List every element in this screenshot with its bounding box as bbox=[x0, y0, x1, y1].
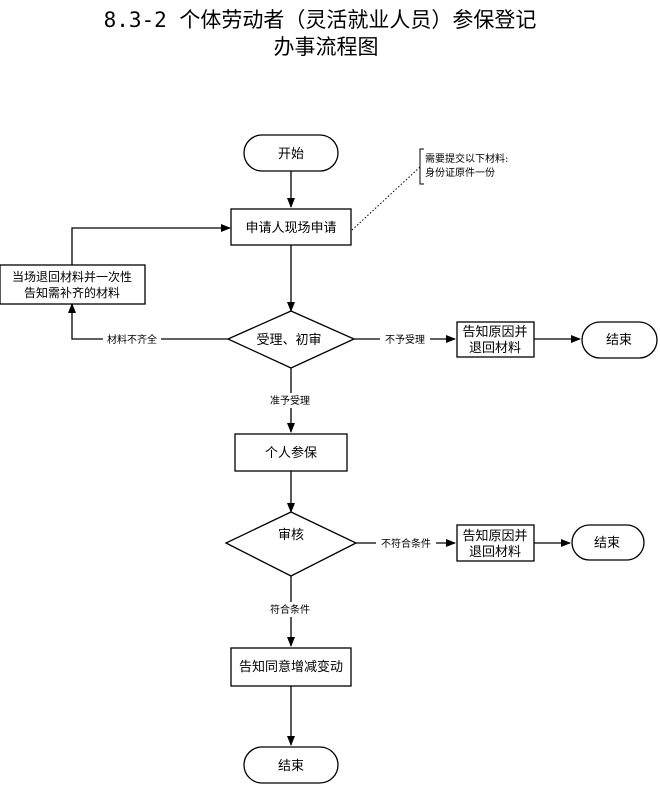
node-apply bbox=[230, 208, 352, 246]
reject2-label-line1: 告知原因并 bbox=[462, 528, 527, 544]
node-reject1 bbox=[456, 321, 535, 358]
edge-label-not-accepted: 不予受理 bbox=[385, 334, 425, 346]
node-end1 bbox=[581, 321, 658, 359]
node-notify bbox=[230, 647, 352, 687]
node-review bbox=[224, 511, 358, 577]
return-label-line1: 当场退回材料并一次性 bbox=[12, 270, 132, 284]
end1-label: 结束 bbox=[606, 333, 632, 348]
node-end2 bbox=[571, 524, 645, 561]
node-reject2 bbox=[456, 524, 535, 562]
return-label-line2: 告知需补齐的材料 bbox=[24, 285, 120, 300]
annotation-connector bbox=[351, 166, 421, 231]
edge-label-incomplete: 材料不齐全 bbox=[107, 333, 157, 346]
reject1-label-line2: 退回材料 bbox=[469, 341, 521, 356]
page-title: 8.3-2 个体劳动者（灵活就业人员）参保登记 bbox=[103, 8, 537, 32]
node-enroll bbox=[234, 433, 348, 472]
reject1-label-line1: 告知原因并 bbox=[462, 324, 527, 340]
enroll-label: 个人参保 bbox=[265, 445, 317, 461]
start-label: 开始 bbox=[278, 147, 304, 162]
apply-label: 申请人现场申请 bbox=[245, 221, 336, 236]
node-end3 bbox=[243, 746, 339, 784]
end3-label: 结束 bbox=[278, 759, 304, 774]
review-label: 审核 bbox=[278, 528, 304, 543]
node-start bbox=[243, 134, 339, 172]
annotation-bracket bbox=[419, 148, 424, 185]
node-return-materials bbox=[0, 264, 146, 305]
edge-return-apply bbox=[71, 224, 231, 265]
node-accept-review bbox=[226, 310, 356, 369]
edge-label-qualified: 符合条件 bbox=[270, 603, 310, 616]
notify-label: 告知同意增减变动 bbox=[239, 659, 343, 675]
note-line2: 身份证原件一份 bbox=[425, 166, 495, 179]
edge-accept-return bbox=[68, 303, 228, 340]
edge-label-accepted: 准予受理 bbox=[270, 395, 310, 407]
note-line1: 需要提交以下材料: bbox=[425, 152, 508, 165]
accept-label: 受理、初审 bbox=[256, 333, 321, 348]
page-subtitle: 办事流程图 bbox=[273, 35, 379, 59]
edge-label-not-qualified: 不符合条件 bbox=[381, 537, 431, 550]
end2-label: 结束 bbox=[594, 536, 620, 551]
reject2-label-line2: 退回材料 bbox=[469, 545, 521, 560]
